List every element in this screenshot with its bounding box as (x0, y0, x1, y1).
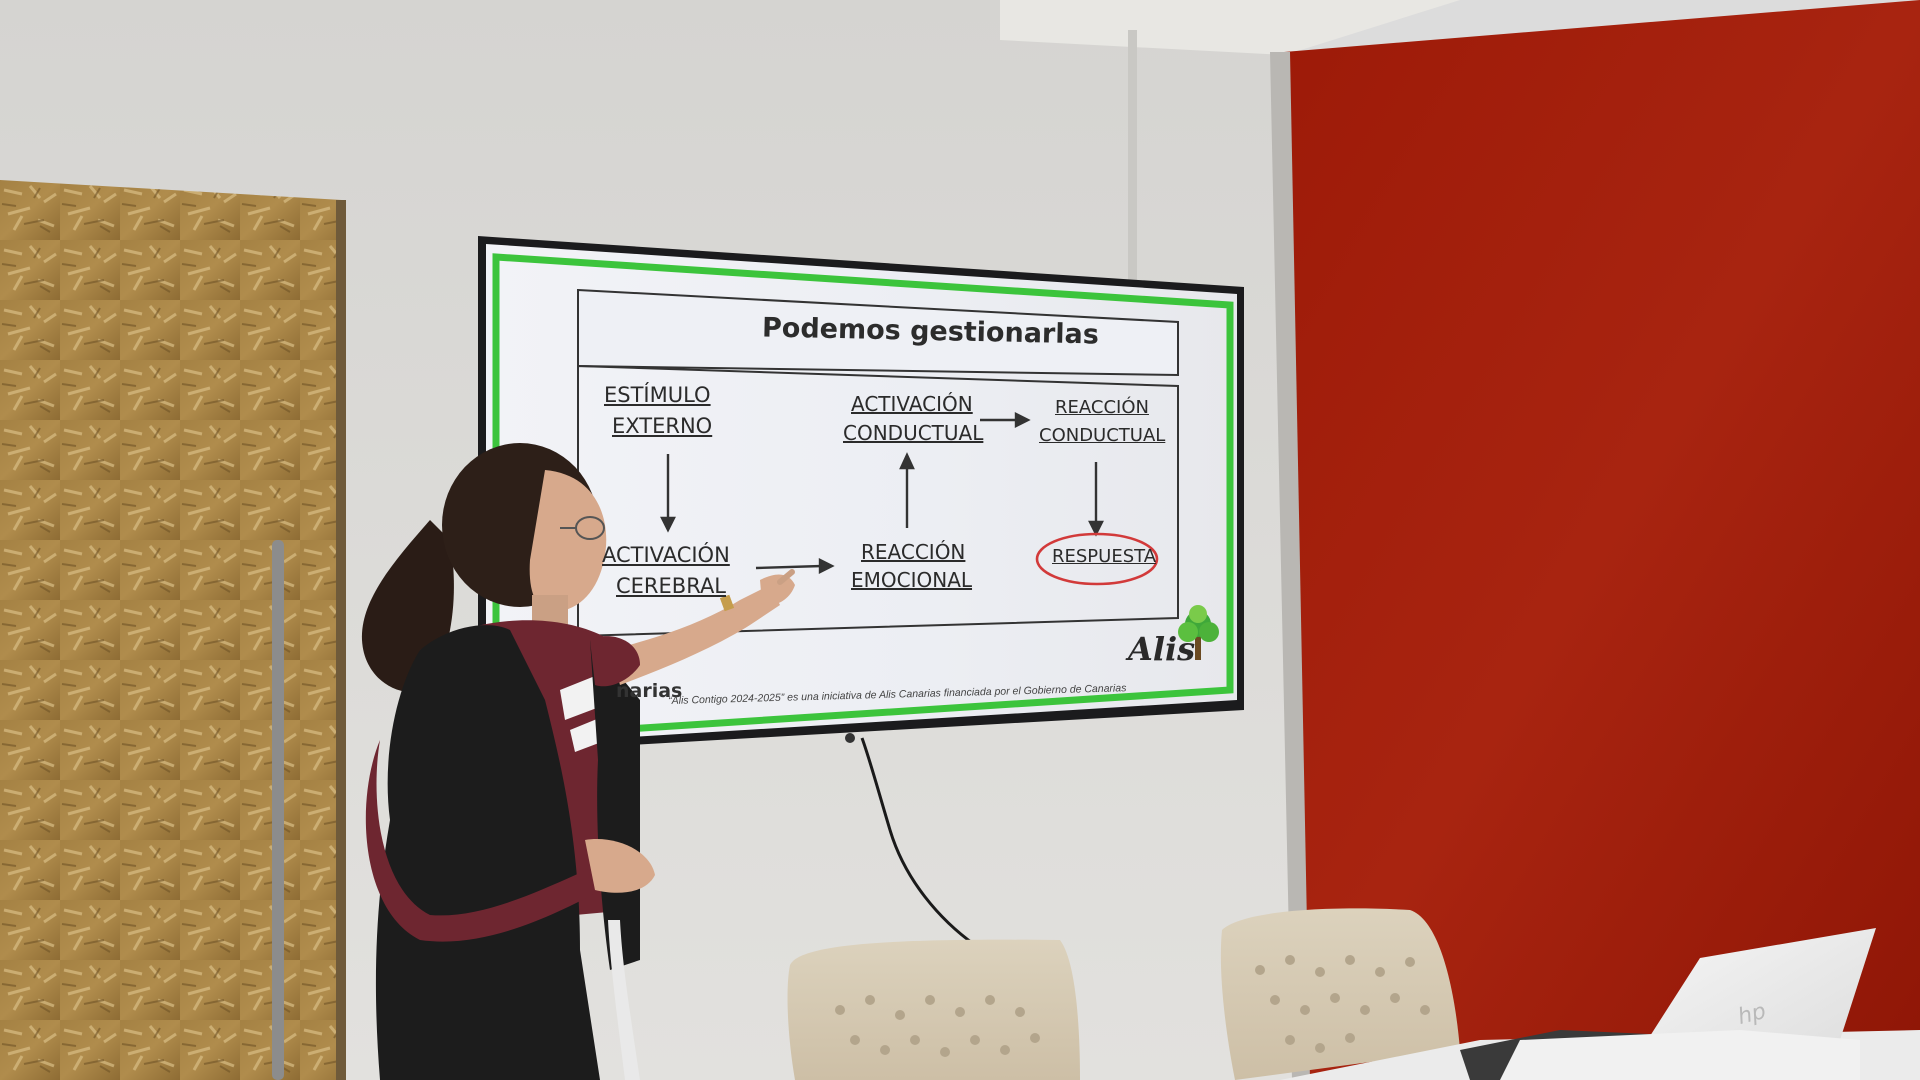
osb-door (0, 180, 342, 1080)
tv-cable (860, 737, 976, 947)
node-activacion-conductual-line1: ACTIVACIÓN (851, 392, 973, 416)
node-activacion-cerebral-line1: ACTIVACIÓN (602, 543, 730, 567)
cable-clip (845, 733, 855, 743)
tree-icon (1178, 605, 1219, 660)
ceiling (1000, 0, 1460, 55)
arrow-right-icon (1014, 412, 1031, 428)
chair-right (1220, 908, 1460, 1080)
slide-title-box (577, 288, 1179, 377)
node-estimulo-line2: EXTERNO (612, 414, 713, 438)
wall-corner-shadow (1270, 52, 1310, 1080)
wall-pipe (1128, 30, 1137, 280)
presenter (361, 443, 795, 1080)
arrow-down-icon (1088, 520, 1104, 537)
laptop-base (1500, 1030, 1860, 1080)
chair-left (787, 939, 1080, 1080)
node-respuesta: RESPUESTA (1052, 546, 1157, 567)
red-wall (1284, 0, 1920, 1080)
node-reaccion-emocional-line1: REACCIÓN (861, 540, 966, 564)
arrow-right-icon (818, 558, 835, 574)
node-estimulo-line1: ESTÍMULO (604, 383, 711, 407)
canarias-logo-fragment: narias (616, 680, 683, 702)
node-reaccion-conductual-line1: REACCIÓN (1055, 397, 1149, 418)
door-handle (272, 540, 284, 1080)
node-activacion-cerebral-line2: CEREBRAL (616, 574, 727, 598)
door-frame (336, 200, 346, 1080)
arrow-up-icon (899, 452, 915, 470)
node-activacion-conductual-line2: CONDUCTUAL (843, 421, 984, 445)
node-reaccion-conductual-line2: CONDUCTUAL (1039, 425, 1166, 446)
alis-logo-text: Alis (1128, 630, 1196, 668)
respuesta-circle (1035, 532, 1159, 586)
arrow-down-icon (660, 516, 676, 533)
node-reaccion-emocional-line2: EMOCIONAL (851, 568, 973, 592)
